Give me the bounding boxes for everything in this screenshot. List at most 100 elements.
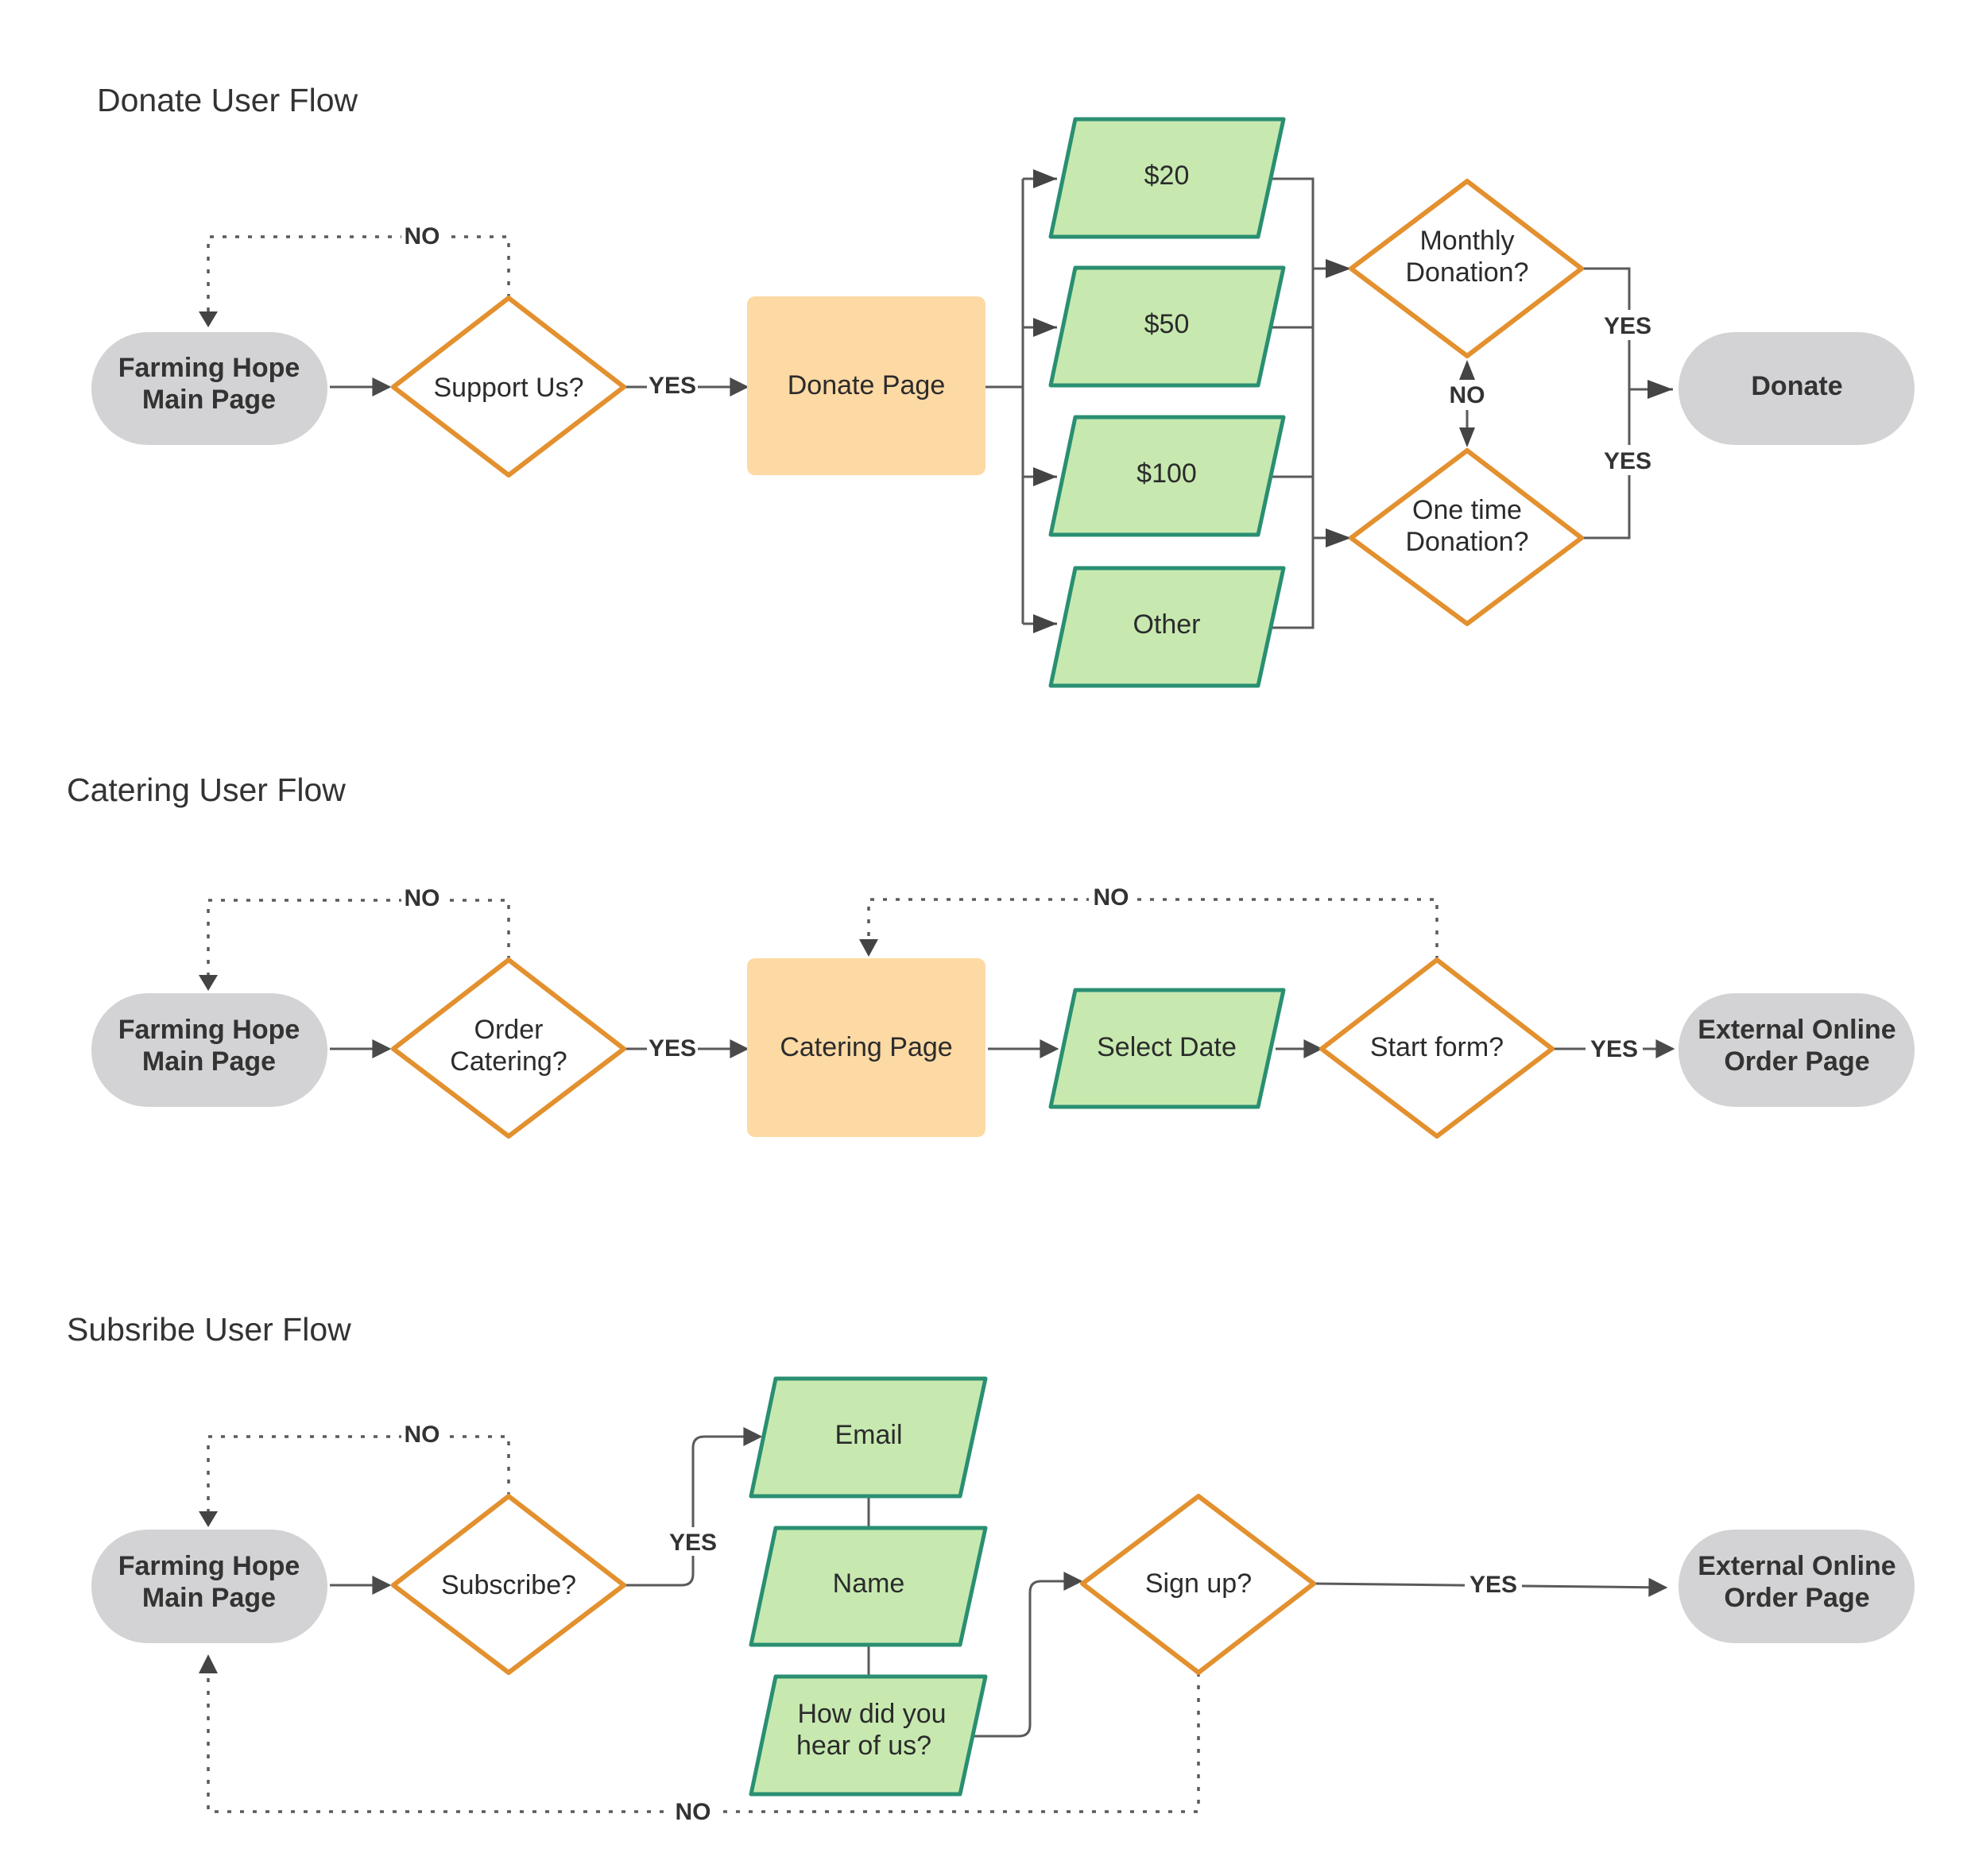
- subscribe-flow-title: Subsribe User Flow: [67, 1311, 351, 1348]
- donate-end-text: Donate: [1751, 371, 1842, 401]
- catering-form-yes-bg: [1586, 1033, 1643, 1063]
- hear-of-us-node: How did you hear of us?: [749, 1674, 988, 1797]
- catering-form-yes-label: YES: [1590, 1036, 1638, 1062]
- donate-amount-arrowheads: [1033, 169, 1057, 633]
- donate-main-page-shape: [91, 332, 327, 445]
- order-catering-decision: Order Catering?: [391, 957, 626, 1139]
- donate-end-arrowhead: [1648, 380, 1673, 399]
- donate-monthly-yes-label: YES: [1604, 313, 1651, 339]
- amount-50-text: $50: [1144, 309, 1190, 339]
- signup-yes-label-bg: [1465, 1568, 1522, 1599]
- donate-page-shape: [747, 296, 985, 475]
- start-form-decision: Start form?: [1319, 957, 1555, 1139]
- name-node: Name: [749, 1526, 988, 1647]
- catering-no-label-bg: [401, 883, 443, 911]
- donate-between-no-label: NO: [1450, 382, 1485, 408]
- donate-main-page-line1: Farming Hope: [118, 353, 300, 383]
- catering-no-label: NO: [405, 885, 440, 911]
- donate-decisions-to-end-edges: [1582, 267, 1673, 540]
- signup-decision-shape: [1080, 1494, 1316, 1675]
- name-shape: [749, 1526, 988, 1647]
- order-catering-shape: [391, 957, 626, 1139]
- donate-page-to-amounts-edges: [985, 177, 1057, 625]
- catering-external-line2: Order Page: [1724, 1046, 1869, 1077]
- donate-decision-arrowheads: [1326, 259, 1351, 547]
- subscribe-no-arrowhead: [199, 1511, 218, 1527]
- hear-of-us-line2: hear of us?: [796, 1731, 931, 1761]
- start-form-shape: [1319, 957, 1555, 1139]
- donate-onetime-yes-bg: [1599, 445, 1656, 475]
- amount-50-node: $50: [1048, 265, 1286, 388]
- email-shape: [749, 1376, 988, 1499]
- donate-flow-title: Donate User Flow: [97, 82, 358, 118]
- donate-onetime-yes-label: YES: [1604, 448, 1651, 474]
- donate-page-text: Donate Page: [788, 370, 946, 400]
- catering-external-shape: [1679, 993, 1915, 1107]
- onetime-donation-line1: One time: [1412, 495, 1522, 525]
- email-text: Email: [834, 1420, 902, 1450]
- onetime-donation-line2: Donation?: [1405, 527, 1528, 557]
- donate-between-arrowheads: [1459, 360, 1475, 447]
- order-catering-line2: Catering?: [450, 1046, 567, 1077]
- start-form-text: Start form?: [1370, 1032, 1504, 1062]
- donate-main-page-line2: Main Page: [142, 385, 276, 415]
- select-date-shape: [1048, 988, 1286, 1109]
- subscribe-main-page-line1: Farming Hope: [118, 1551, 300, 1581]
- donate-no-label-bg: [401, 221, 443, 249]
- donate-no-arrowhead: [199, 311, 218, 327]
- subscribe-external-shape: [1679, 1530, 1915, 1643]
- monthly-donation-line2: Donation?: [1405, 257, 1528, 288]
- catering-flow-title: Catering User Flow: [67, 772, 346, 808]
- signup-no-arrowhead: [199, 1654, 218, 1673]
- amount-50-shape: [1048, 265, 1286, 388]
- catering-no-loop: [207, 899, 510, 981]
- subscribe-decision-shape: [391, 1494, 626, 1675]
- catering-external-node: External Online Order Page: [1679, 993, 1915, 1107]
- amount-other-node: Other: [1048, 566, 1286, 688]
- amount-20-node: $20: [1048, 117, 1286, 239]
- amount-100-text: $100: [1136, 458, 1197, 489]
- catering-yes-label-bg: [647, 1033, 698, 1062]
- catering-form-no-arrowhead: [859, 939, 878, 957]
- subscribe-yes-label-bg: [668, 1527, 718, 1556]
- catering-page-node: Catering Page: [747, 958, 985, 1137]
- subscribe-main-page-shape: [91, 1530, 327, 1643]
- donate-monthly-yes-bg: [1599, 310, 1656, 340]
- catering-form-no-label: NO: [1094, 884, 1129, 911]
- signup-yes-label: YES: [1469, 1572, 1517, 1598]
- hear-to-signup-edge: [974, 1572, 1083, 1738]
- signup-decision-text: Sign up?: [1145, 1568, 1252, 1599]
- donate-main-page-node: Farming Hope Main Page: [91, 332, 327, 445]
- amount-20-text: $20: [1144, 161, 1190, 191]
- donate-amounts-to-decisions-edges: [1272, 177, 1351, 629]
- donate-end-node: Donate: [1679, 332, 1915, 445]
- subscribe-external-line2: Order Page: [1724, 1583, 1869, 1613]
- catering-page-text: Catering Page: [780, 1032, 952, 1062]
- donate-no-loop: [207, 235, 510, 318]
- signup-no-label: NO: [676, 1799, 711, 1825]
- subscribe-main-page-node: Farming Hope Main Page: [91, 1530, 327, 1643]
- onetime-donation-shape: [1349, 448, 1584, 626]
- name-text: Name: [833, 1568, 905, 1599]
- catering-page-shape: [747, 958, 985, 1137]
- donate-between-no-bg: [1443, 380, 1491, 410]
- subscribe-yes-label: YES: [669, 1530, 717, 1556]
- email-node: Email: [749, 1376, 988, 1499]
- catering-form-no-bg: [1089, 882, 1133, 911]
- signup-no-label-bg: [669, 1796, 717, 1826]
- subscribe-no-label: NO: [405, 1422, 440, 1448]
- catering-yes-label: YES: [649, 1035, 696, 1062]
- donate-yes-label-bg: [647, 370, 698, 399]
- subscribe-external-line1: External Online: [1698, 1551, 1895, 1581]
- support-us-decision: Support Us?: [391, 296, 626, 478]
- hear-of-us-shape: [749, 1674, 988, 1797]
- subscribe-no-loop: [207, 1435, 510, 1518]
- hear-of-us-line1: How did you: [797, 1699, 946, 1729]
- amount-other-shape: [1048, 566, 1286, 688]
- onetime-donation-decision: One time Donation?: [1349, 448, 1584, 626]
- catering-main-page-line2: Main Page: [142, 1046, 276, 1077]
- catering-main-page-shape: [91, 993, 327, 1107]
- monthly-donation-line1: Monthly: [1419, 226, 1514, 256]
- catering-main-page-node: Farming Hope Main Page: [91, 993, 327, 1107]
